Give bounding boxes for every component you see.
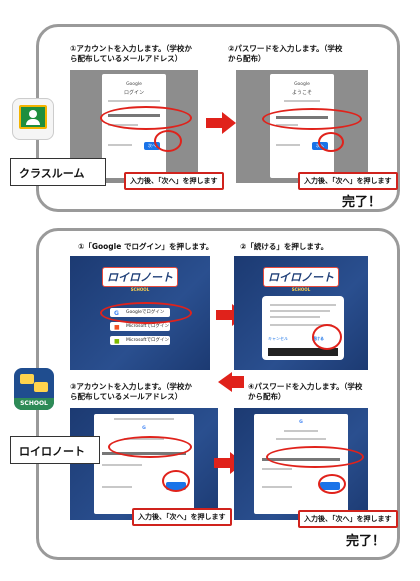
loilonote-school-icon: SCHOOL [14, 368, 54, 410]
continue-highlight-circle [312, 324, 342, 350]
classroom-callout-2: 入力後、「次へ」を押します [298, 172, 398, 190]
next-highlight-circle [318, 474, 346, 494]
next-highlight-circle [318, 132, 344, 152]
loilo-logo: ロイロノート SCHOOL [70, 266, 210, 292]
microsoft-bar [268, 348, 338, 356]
loilo-callout-1: 入力後、「次へ」を押します [132, 508, 232, 526]
password-highlight-oval [266, 446, 364, 468]
classroom-step2-text: ②パスワードを入力します。（学校 から配布） [228, 44, 343, 63]
next-highlight-circle [154, 130, 182, 152]
classroom-callout-1: 入力後、「次へ」を押します [124, 172, 224, 190]
down-left-arrow-icon [218, 372, 244, 392]
loilo-step1-text: ①「Google でログイン」を押します。 [78, 242, 214, 251]
email-highlight-oval [100, 106, 192, 130]
loilo-done-text: 完了！ [346, 534, 386, 549]
text-line [102, 464, 142, 466]
text-line [284, 100, 320, 102]
text-line [102, 486, 132, 488]
login-title-text: ログイン [123, 90, 144, 96]
text-line [114, 418, 174, 420]
loilo-app-label: ロイロノート [10, 436, 100, 464]
text-line [270, 310, 330, 312]
microsoft-login-button-2[interactable]: ■Microsoftでログイン [110, 336, 170, 345]
google-login-highlight-oval [100, 302, 192, 324]
right-arrow-icon [206, 112, 236, 134]
text-line [276, 144, 300, 146]
welcome-title-text: ようこそ [291, 90, 312, 96]
loilo-logo: ロイロノート SCHOOL [234, 266, 368, 292]
loilo-step2-text: ②「続ける」を押します。 [240, 242, 329, 251]
google-brand-text: Google [126, 82, 142, 87]
next-button[interactable]: 次へ [144, 142, 160, 150]
text-line [270, 316, 320, 318]
text-line [284, 430, 318, 432]
classroom-done-text: 完了！ [342, 195, 382, 210]
microsoft-login-button[interactable]: ■Microsoftでログイン [110, 322, 170, 331]
loilo-step3-text: ③アカウントを入力します。（学校か ら配布しているメールアドレス） [70, 382, 192, 401]
text-line [262, 486, 292, 488]
cancel-button[interactable]: キャンセル [268, 336, 288, 341]
classroom-app-label: クラスルーム [10, 158, 106, 186]
google-classroom-icon [12, 98, 54, 140]
next-highlight-circle [162, 470, 190, 492]
email-highlight-oval [108, 436, 192, 458]
google-brand-text: Google [294, 82, 310, 87]
loilo-step4-text: ④パスワードを入力します。（学校 から配布） [248, 382, 363, 401]
loilo-callout-2: 入力後、「次へ」を押します [298, 510, 398, 528]
text-line [270, 304, 336, 306]
text-line [262, 468, 292, 470]
text-line [276, 438, 326, 440]
text-line [270, 324, 332, 326]
school-icon-text: SCHOOL [14, 398, 54, 410]
loilo-email-screenshot: G [70, 408, 218, 520]
password-highlight-oval [262, 108, 362, 130]
text-line [108, 100, 160, 102]
classroom-step1-text: ①アカウントを入力します。（学校か ら配布しているメールアドレス） [70, 44, 192, 63]
text-line [108, 144, 132, 146]
loilo-continue-screenshot: ロイロノート SCHOOL キャンセル 続ける [234, 256, 368, 370]
